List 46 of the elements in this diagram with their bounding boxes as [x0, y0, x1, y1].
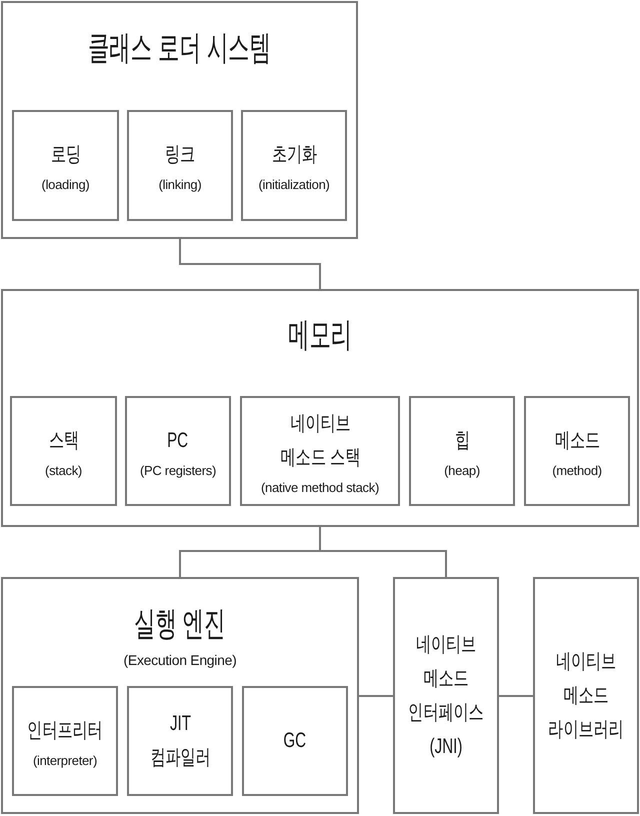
connector-line	[499, 695, 533, 697]
connector-line	[319, 527, 447, 577]
section-title: 실행 엔진	[134, 604, 226, 644]
component-box	[12, 110, 119, 221]
container-box	[1, 1, 358, 239]
component-box	[409, 396, 515, 506]
component-label: 네이티브 메소드 스택	[279, 410, 361, 470]
component-box	[240, 396, 400, 506]
english-label: (PC registers)	[140, 462, 216, 478]
component-label: 초기화	[271, 142, 317, 168]
section-title: 클래스 로더 시스템	[88, 28, 272, 68]
component-box	[12, 686, 118, 796]
component-box	[533, 577, 639, 814]
component-label: 인터프리터	[26, 718, 104, 744]
connector-line	[359, 695, 393, 697]
section-subtitle: (Execution Engine)	[124, 651, 236, 669]
component-label: GC	[284, 728, 306, 754]
component-box	[125, 396, 231, 506]
component-label: PC	[168, 428, 188, 454]
component-box	[127, 110, 233, 221]
container-box	[1, 289, 639, 527]
component-label: 힙	[454, 428, 470, 454]
english-label: (loading)	[42, 176, 90, 193]
section-title: 메모리	[288, 315, 352, 355]
english-label: (linking)	[158, 176, 202, 193]
component-label: 네이티브 메소드 라이브러리	[547, 648, 625, 742]
component-box	[393, 577, 499, 814]
english-label: (stack)	[45, 462, 82, 478]
english-label: (method)	[552, 462, 602, 478]
component-label: JIT 컴파일러	[148, 711, 212, 771]
english-label: (interpreter)	[32, 752, 97, 768]
component-label: 스택	[48, 428, 79, 454]
english-label: (heap)	[444, 462, 480, 478]
english-label: (native method stack)	[261, 478, 379, 496]
component-box	[524, 396, 630, 506]
component-label: 네이티브 메소드 인터페이스 (JNI)	[407, 632, 485, 760]
component-label: 링크	[164, 142, 196, 168]
component-box	[241, 110, 347, 221]
component-label: 로딩	[50, 142, 81, 168]
component-box	[10, 396, 117, 506]
component-box	[127, 686, 233, 796]
component-box	[242, 686, 348, 796]
container-box	[1, 577, 359, 814]
english-label: (initialization)	[258, 176, 330, 193]
component-label: 메소드	[554, 428, 600, 454]
connector-line	[179, 239, 321, 289]
